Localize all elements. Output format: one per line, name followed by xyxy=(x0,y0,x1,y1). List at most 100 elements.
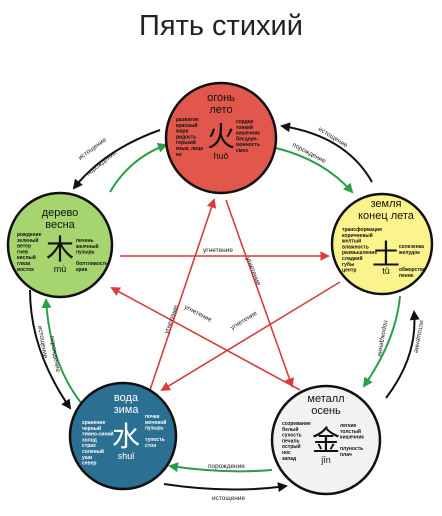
attribute-text: бесцере- xyxy=(236,135,258,142)
arrow-earth-to-metal-green xyxy=(362,295,401,388)
wood-name: дерево xyxy=(42,207,79,219)
water-glyph: 水 xyxy=(112,420,140,453)
attribute-text: уши xyxy=(82,455,92,461)
wood-circle xyxy=(6,191,114,299)
attribute-text: хранение xyxy=(82,420,106,426)
metal-season: осень xyxy=(311,405,341,417)
attribute-text: ветер xyxy=(17,244,31,250)
attribute-text: острый xyxy=(282,443,301,450)
label-generate-5: порождение xyxy=(48,335,61,373)
attribute-text: соленый xyxy=(82,448,104,455)
generation-arrows xyxy=(41,143,401,473)
attribute-text: холод xyxy=(82,437,98,443)
arrow-wood-to-fire-green xyxy=(109,143,168,193)
attribute-text: белый xyxy=(282,426,298,433)
attribute-text: влажность xyxy=(342,244,369,250)
element-wood: дерево весна 木 mù рождениезеленыйветергн… xyxy=(6,191,114,299)
attribute-text: сладкий xyxy=(342,255,363,262)
element-metal: металл осень 金 jīn созреваниебелыйсухост… xyxy=(270,384,382,496)
fire-pinyin: huǒ xyxy=(213,151,228,161)
page-title: Пять стихий xyxy=(139,10,303,42)
label-generate-4: порождение xyxy=(208,463,245,470)
elements-earth-left: трансформациякоричневыйжелтыйвлажностьра… xyxy=(341,226,382,274)
attribute-text: темно-синий xyxy=(82,431,114,438)
attribute-text: коричневый xyxy=(342,232,373,239)
fire-name: огонь xyxy=(207,92,235,104)
label-suppress-2: угнетение xyxy=(244,256,262,287)
attribute-text: губы xyxy=(342,261,354,268)
attribute-text: монность xyxy=(236,142,260,148)
earth-pinyin: tǔ xyxy=(382,266,390,276)
attribute-text: рождение xyxy=(17,232,42,238)
elements-wood-left: рождениезеленыйветергневкислыйглазавосто… xyxy=(17,232,42,273)
attribute-text: тупость xyxy=(145,437,165,443)
wood-pinyin: mù xyxy=(54,264,67,274)
arrow-water-to-fire xyxy=(149,198,217,391)
attribute-text: зеленый xyxy=(17,237,38,244)
arrow-metal-to-water-green xyxy=(168,462,273,473)
attribute-text: гнев xyxy=(17,249,28,255)
arrow-metal-to-earth-black xyxy=(385,310,420,399)
elements-metal-left: созреваниебелыйсухостьпечальострыйносзап… xyxy=(282,421,311,462)
label-generate-3: порождение xyxy=(376,320,389,358)
arrow-water-to-wood-green xyxy=(41,298,83,405)
label-suppress-4: угнетение xyxy=(183,304,213,324)
element-water: вода зима 水 shuǐ хранениечерныйтемно-син… xyxy=(68,381,178,491)
arrow-earth-to-fire-black xyxy=(280,122,373,183)
water-pinyin: shuǐ xyxy=(118,451,136,461)
attribute-text: пение xyxy=(399,273,414,279)
attribute-text: кишечник xyxy=(236,131,260,137)
attribute-text: обжорство xyxy=(399,266,426,273)
element-earth: земля конец лета 土 tǔ трансформациякорич… xyxy=(330,192,434,296)
earth-name: земля xyxy=(371,198,402,210)
label-suppress-1: угнетение xyxy=(203,247,233,254)
attribute-text: глаза xyxy=(17,261,30,267)
attribute-text: смех xyxy=(236,148,248,154)
attribute-text: красный xyxy=(176,122,197,129)
attribute-text: язык, лицо xyxy=(176,146,203,152)
attribute-text: толстый xyxy=(340,428,361,435)
attribute-text: юг xyxy=(176,152,182,158)
attribute-text: север xyxy=(82,461,96,467)
attribute-text: селезенка xyxy=(399,244,424,250)
attribute-text: желтый xyxy=(341,238,361,245)
attribute-text: плуность xyxy=(340,446,363,452)
attribute-text: кишечник xyxy=(340,435,364,441)
attribute-text: сердце xyxy=(236,119,254,125)
attribute-text: черный xyxy=(82,425,101,432)
attribute-text: кислый xyxy=(17,254,36,261)
attribute-text: трансформация xyxy=(342,226,382,233)
attribute-text: сухость xyxy=(282,433,302,439)
earth-glyph: 土 xyxy=(372,238,400,271)
attribute-text: почки xyxy=(145,414,159,420)
arrow-metal-to-wood xyxy=(110,287,301,391)
attribute-text: радость xyxy=(176,134,196,140)
attribute-text: размышление xyxy=(342,250,377,256)
attribute-text: тонкий xyxy=(236,124,253,131)
attribute-text: болтливость xyxy=(76,260,108,267)
label-suppress-3: угнетение xyxy=(163,304,180,335)
arrow-earth-to-water xyxy=(160,281,341,391)
metal-pinyin: jīn xyxy=(320,455,331,465)
suppression-arrows xyxy=(110,198,341,391)
label-suppress-5: угнетение xyxy=(229,310,258,332)
attribute-text: жара xyxy=(175,129,188,135)
earth-season: конец лета xyxy=(358,210,415,222)
attribute-text: горький xyxy=(176,139,196,146)
attribute-text: пузырь xyxy=(76,250,95,256)
fire-circle xyxy=(164,81,278,195)
arrow-fire-to-earth-green xyxy=(275,147,354,194)
water-name: вода xyxy=(114,392,139,404)
attribute-text: легкие xyxy=(340,423,357,429)
arrow-water-to-metal-black xyxy=(163,482,288,493)
metal-name: металл xyxy=(307,393,344,405)
attribute-text: плач xyxy=(340,452,352,458)
attribute-text: желудок xyxy=(398,250,420,256)
